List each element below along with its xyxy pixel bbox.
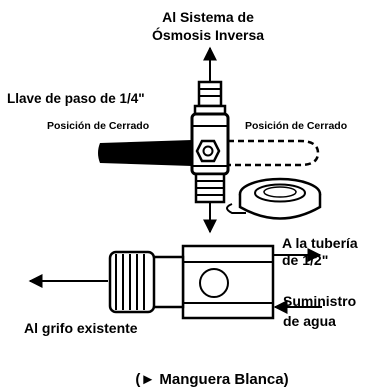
label-to-ro-system-line1: Al Sistema de	[162, 9, 254, 25]
handle-open-position-dashed	[218, 139, 320, 167]
valve-hex-nut	[195, 139, 221, 163]
valve-handle[interactable]	[98, 140, 192, 166]
label-to-existing-faucet: Al grifo existente	[24, 320, 138, 336]
valve-top-fitting	[193, 80, 227, 116]
tee-fitting	[181, 244, 275, 320]
label-to-ro-system-line2: Ósmosis Inversa	[152, 26, 264, 43]
label-closed-right: Posición de Cerrado	[245, 120, 347, 132]
label-valve: Llave de paso de 1/4"	[7, 91, 145, 106]
label-to-pipe-line2: de 1/2"	[282, 252, 328, 268]
faucet-threaded-adapter	[108, 250, 185, 314]
label-closed-left: Posición de Cerrado	[47, 120, 149, 132]
label-to-pipe-line1: A la tubería	[282, 235, 358, 251]
valve-threaded-connector	[194, 172, 226, 204]
label-supply-line2: de agua	[283, 313, 336, 329]
teflon-tape-roll	[226, 177, 322, 220]
label-supply-line1: Suministro	[283, 293, 356, 309]
footer-white-hose: (► Manguera Blanca)	[135, 371, 288, 388]
